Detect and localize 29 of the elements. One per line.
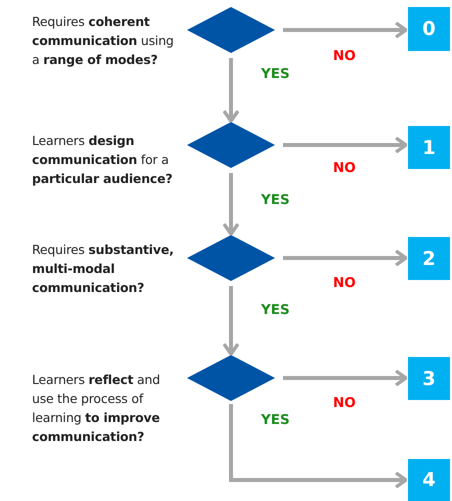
arrow [283, 249, 408, 267]
edge-label: YES [261, 302, 290, 318]
edge-label: YES [261, 66, 290, 82]
outcome-box: 1 [408, 126, 450, 169]
edge-label: NO [333, 395, 356, 411]
edge-label: YES [261, 412, 290, 428]
decision-diamond [187, 235, 275, 281]
arrow [283, 136, 408, 154]
arrow [283, 369, 408, 387]
decision-diamond [187, 355, 275, 401]
arrow [283, 21, 408, 39]
arrow [229, 404, 408, 489]
question-text: Requires coherent communication using a range of modes? [32, 13, 175, 69]
edge-label: NO [333, 160, 356, 176]
decision-diamond [187, 122, 275, 168]
question-text: Learners design communication for a particular audience? [32, 132, 174, 188]
question-text: Learners reflect and use the process of learning to improve communication? [32, 371, 161, 446]
arrow [222, 286, 240, 356]
edge-label: YES [261, 192, 290, 208]
edge-label: NO [333, 275, 356, 291]
question-text: Requires substantive, multi-modal communication? [32, 241, 175, 297]
outcome-box: 4 [408, 459, 450, 501]
decision-diamond [187, 7, 275, 53]
outcome-box: 0 [408, 7, 450, 51]
outcome-box: 3 [408, 357, 450, 400]
edge-label: NO [333, 48, 356, 64]
arrow [222, 58, 240, 123]
outcome-box: 2 [408, 237, 450, 280]
arrow [222, 173, 240, 236]
